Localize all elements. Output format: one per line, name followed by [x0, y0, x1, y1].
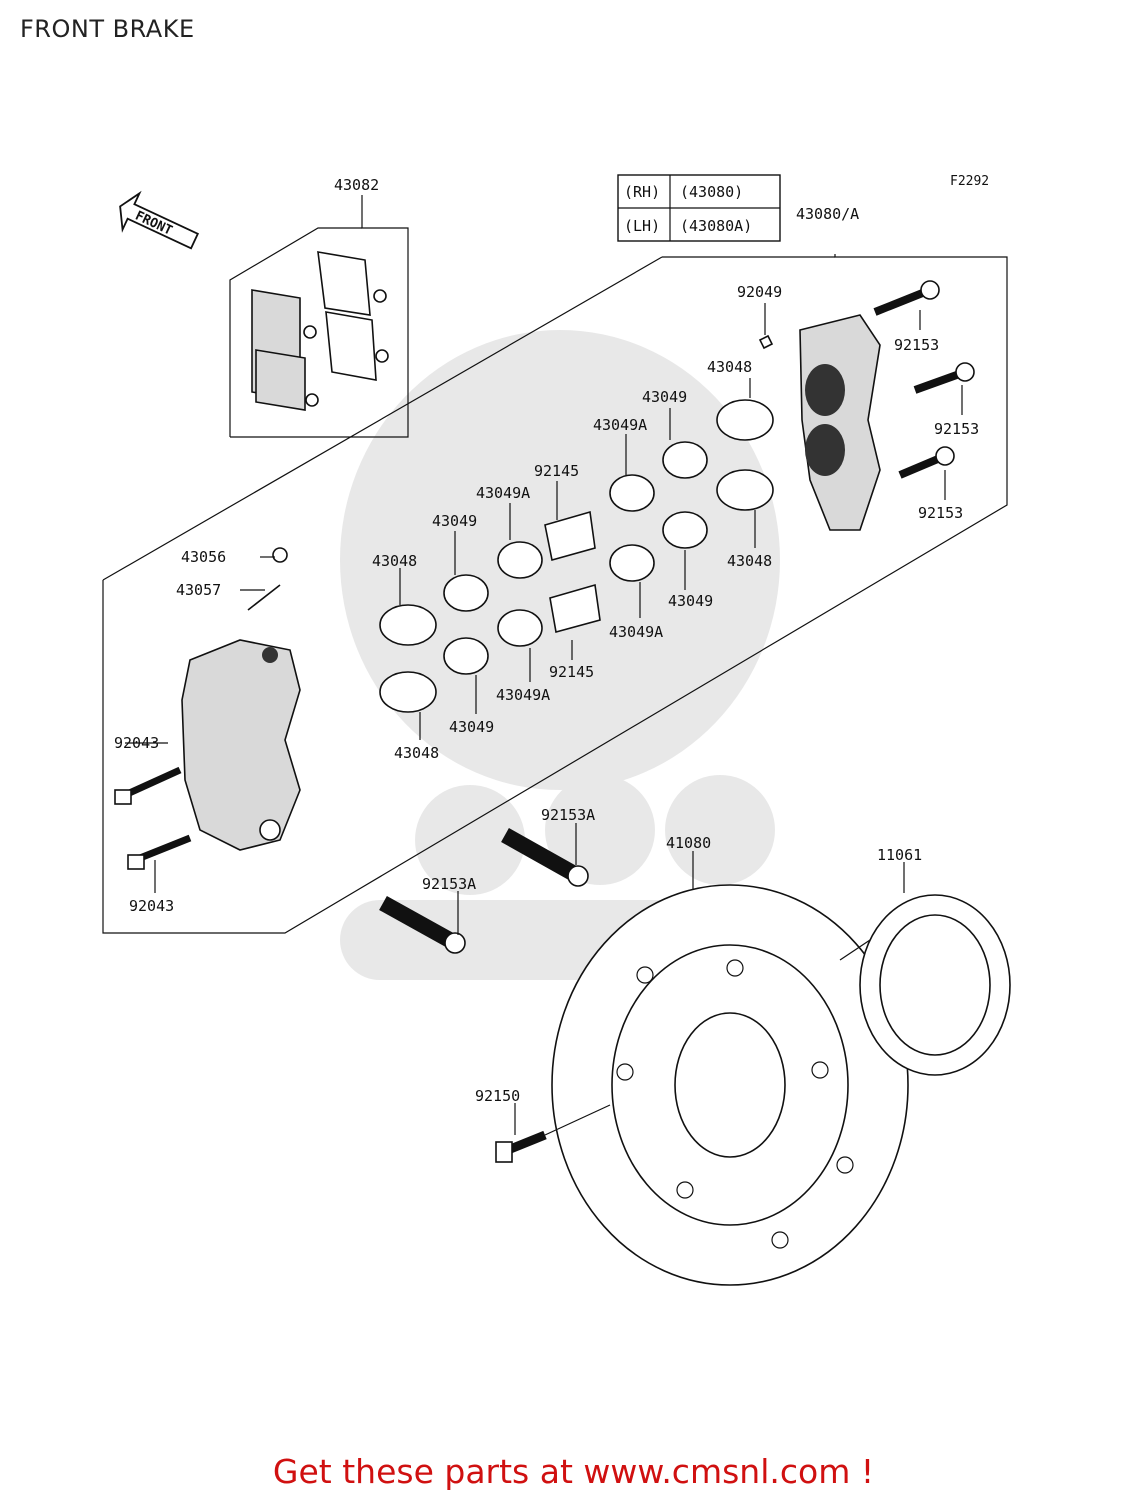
callout-92153a-2: 92153A: [422, 875, 476, 893]
callout-92153a-1: 92153A: [541, 806, 595, 824]
bolts-92153a: [379, 828, 589, 954]
leader-lines: [125, 303, 963, 1136]
callout-92043-2: 92043: [129, 897, 174, 915]
callout-43049a-3: 43049A: [476, 484, 530, 502]
callout-43049-1: 43049: [642, 388, 687, 406]
variant-lh-side: (LH): [624, 217, 660, 235]
front-direction-badge: FRONT: [119, 190, 200, 250]
callout-92153-3: 92153: [918, 504, 963, 522]
disc-bolt-illustration: [495, 1130, 547, 1163]
callout-43048-2: 43048: [727, 552, 772, 570]
callout-92153-2: 92153: [934, 420, 979, 438]
caliper-bolts-right: [758, 280, 975, 479]
pad-kit-box: [230, 195, 409, 438]
callout-41080: 41080: [666, 834, 711, 852]
variant-rh-side: (RH): [624, 183, 660, 201]
callout-92043-1: 92043: [114, 734, 159, 752]
variant-lh-part: (43080A): [680, 217, 752, 235]
callout-43056: 43056: [181, 548, 226, 566]
caliper-left-half-illustration: [114, 547, 301, 870]
callout-43080a: 43080/A: [796, 205, 859, 223]
pistons-and-seals: [379, 399, 774, 713]
callout-92145-2: 92145: [549, 663, 594, 681]
callout-92049: 92049: [737, 283, 782, 301]
brake-pads-illustration: [251, 251, 389, 411]
callout-43048-1: 43048: [707, 358, 752, 376]
callout-43049a-1: 43049A: [593, 416, 647, 434]
exploded-parts-diagram: FRONT (RH) (43080) (LH) (43080A) F2292: [102, 174, 1011, 1286]
page-title: FRONT BRAKE: [20, 15, 195, 43]
callout-43049-2: 43049: [668, 592, 713, 610]
callout-43057: 43057: [176, 581, 221, 599]
caliper-right-half-illustration: [799, 314, 881, 531]
figure-code: F2292: [950, 174, 989, 189]
footer-shop-link[interactable]: Get these parts at www.cmsnl.com !: [272, 1452, 875, 1491]
pad-kit-box-left: [229, 227, 362, 437]
callout-43049a-2: 43049A: [609, 623, 663, 641]
callout-43049-3: 43049: [432, 512, 477, 530]
gasket-ring-illustration: [859, 894, 1011, 1076]
callout-43082: 43082: [334, 176, 379, 194]
callout-43048-4: 43048: [394, 744, 439, 762]
callout-11061: 11061: [877, 846, 922, 864]
variant-rh-part: (43080): [680, 183, 743, 201]
callout-92145-1: 92145: [534, 462, 579, 480]
callout-43048-3: 43048: [372, 552, 417, 570]
callout-43049a-4: 43049A: [496, 686, 550, 704]
variant-table: (RH) (43080) (LH) (43080A): [617, 174, 781, 242]
callout-92150: 92150: [475, 1087, 520, 1105]
brake-disc-illustration: [551, 884, 909, 1286]
callout-92153-1: 92153: [894, 336, 939, 354]
caliper-assembly-outline-top: [102, 256, 663, 581]
callout-43049-4: 43049: [449, 718, 494, 736]
